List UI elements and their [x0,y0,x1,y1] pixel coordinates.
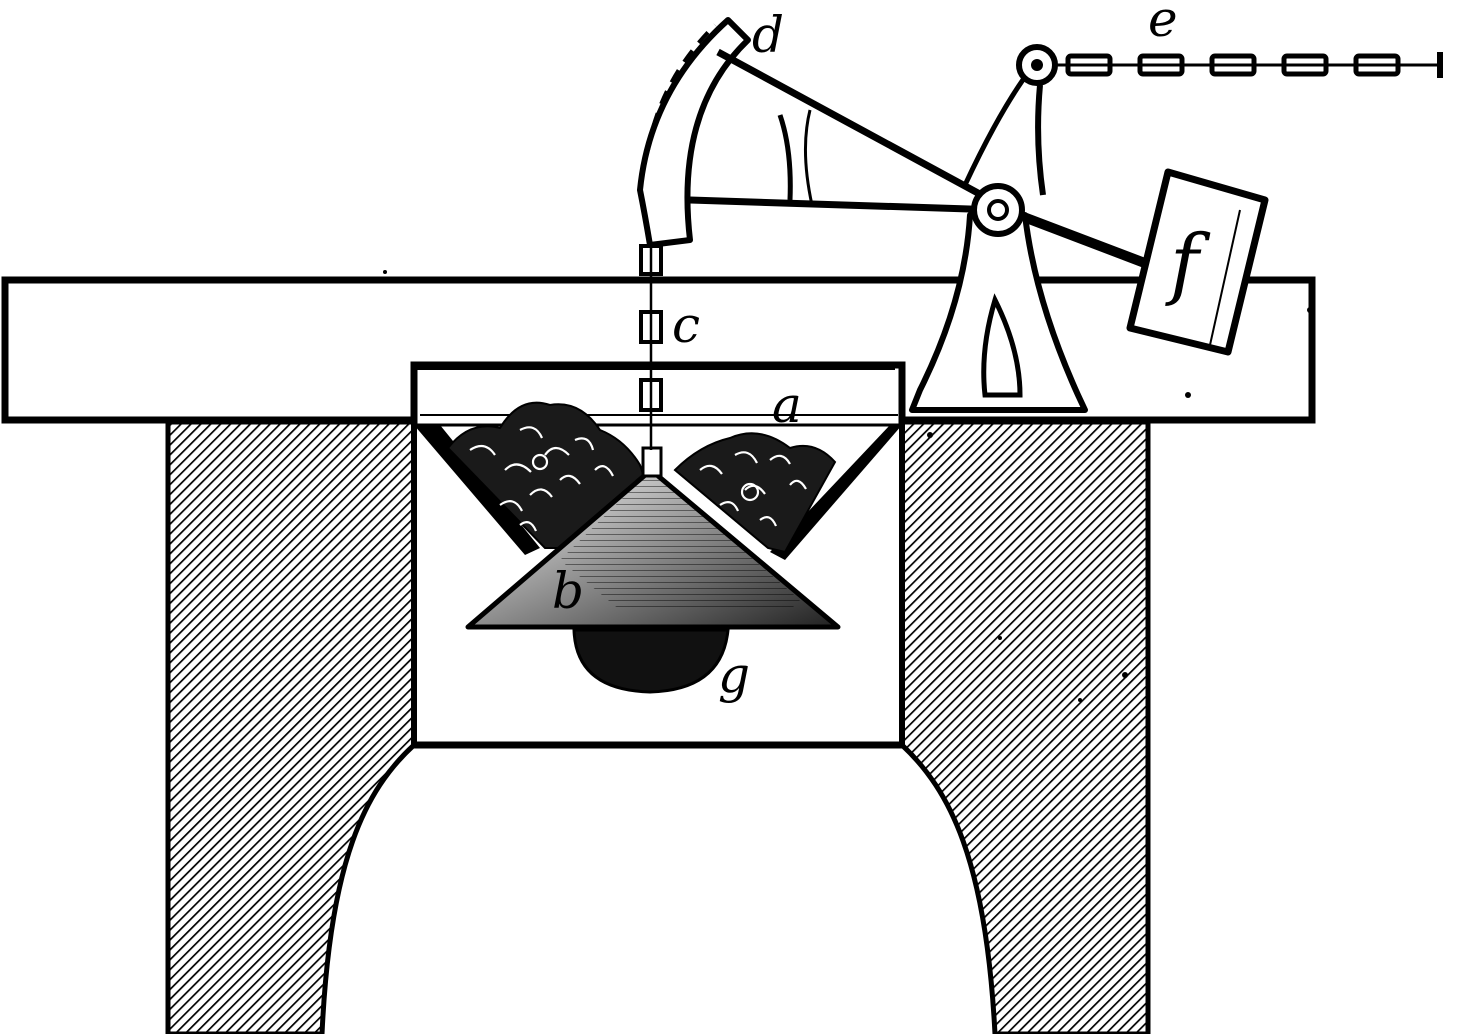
counterweight-f [1126,168,1269,356]
label-d: d [752,6,784,64]
charge-material [446,401,837,554]
label-c: c [672,296,700,354]
furnace-wall-left [165,419,417,1034]
furnace-wall-right [899,419,1151,1034]
upper-arm [962,44,1058,196]
chain-e [1055,52,1443,78]
charging-platform [1,276,1316,424]
bell-cone [465,446,841,630]
hopper-cup [414,423,902,560]
label-b: b [552,562,584,620]
label-e: e [1148,0,1178,48]
speckles [383,270,1313,702]
chain-c [639,230,663,450]
label-g: g [718,646,750,704]
label-a: a [772,376,802,434]
bell-weight [572,628,730,694]
furnace-walls [165,419,1151,1034]
pivot-stand [909,183,1088,413]
